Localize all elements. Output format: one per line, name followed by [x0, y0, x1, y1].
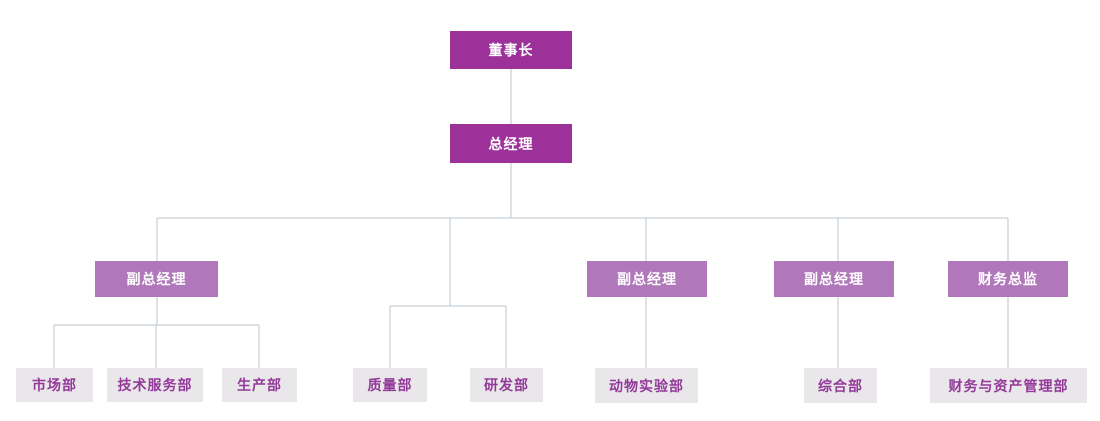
org-node-production-dept: 生产部: [222, 368, 297, 402]
org-node-vp-2: 副总经理: [587, 261, 707, 297]
org-node-finance-asset-dept: 财务与资产管理部: [930, 368, 1087, 403]
org-node-tech-service-dept: 技术服务部: [107, 368, 203, 402]
org-node-vp-1: 副总经理: [95, 261, 218, 297]
org-node-quality-dept: 质量部: [353, 368, 427, 402]
org-node-chairman: 董事长: [450, 31, 572, 69]
org-node-general-manager: 总经理: [450, 124, 572, 163]
org-node-general-affairs-dept: 综合部: [804, 368, 877, 403]
org-node-marketing-dept: 市场部: [16, 368, 93, 402]
org-node-finance-director: 财务总监: [948, 261, 1068, 297]
org-node-animal-lab-dept: 动物实验部: [595, 368, 698, 403]
org-node-rd-dept: 研发部: [470, 368, 543, 402]
org-node-vp-3: 副总经理: [774, 261, 894, 297]
